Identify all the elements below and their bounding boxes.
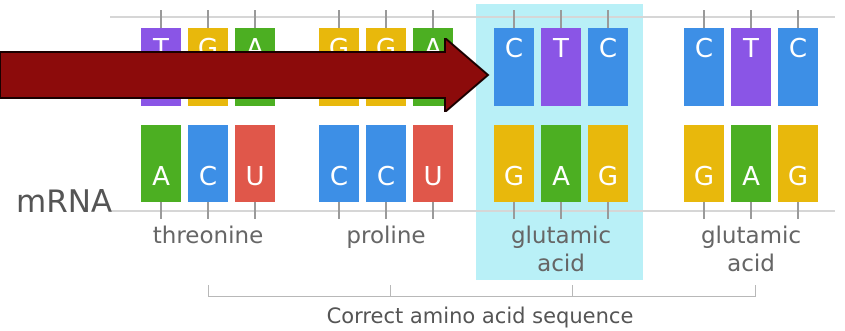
mrna-base-tile: C (188, 125, 228, 202)
base-tick (750, 10, 752, 28)
dna-base-tile: C (778, 28, 818, 106)
base-tick (338, 201, 340, 219)
base-tick (750, 201, 752, 219)
dna-base-tile: T (731, 28, 771, 106)
mrna-base-tile: G (778, 125, 818, 202)
mrna-base-tile: A (141, 125, 181, 202)
dna-base-tile: C (684, 28, 724, 106)
mrna-label: mRNA (16, 184, 113, 220)
amino-acid-label: threonine (152, 223, 264, 249)
base-tick (432, 10, 434, 28)
base-tick (254, 201, 256, 219)
base-tick (160, 10, 162, 28)
dna-base-tile: C (494, 28, 534, 106)
base-tick (207, 10, 209, 28)
mrna-base-tile: U (235, 125, 275, 202)
base-tick (797, 201, 799, 219)
base-tick (160, 201, 162, 219)
dna-base-tile: T (541, 28, 581, 106)
base-tick (607, 10, 609, 28)
base-tick (385, 10, 387, 28)
base-tick (338, 10, 340, 28)
mrna-base-tile: A (731, 125, 771, 202)
base-tick (432, 201, 434, 219)
mrna-strand-backbone (110, 210, 835, 212)
dna-base-tile: C (588, 28, 628, 106)
bracket-tick (572, 285, 573, 297)
base-tick (385, 201, 387, 219)
bracket-tick (390, 285, 391, 297)
base-tick (254, 10, 256, 28)
sequence-caption: Correct amino acid sequence (326, 304, 634, 328)
base-tick (560, 10, 562, 28)
base-tick (513, 10, 515, 28)
mrna-base-tile: U (413, 125, 453, 202)
amino-acid-label: proline (346, 223, 426, 249)
mrna-base-tile: C (319, 125, 359, 202)
red-arrow-icon (0, 38, 490, 112)
base-tick (607, 201, 609, 219)
base-tick (703, 10, 705, 28)
mrna-base-tile: G (588, 125, 628, 202)
base-tick (513, 201, 515, 219)
base-tick (207, 201, 209, 219)
mrna-base-tile: A (541, 125, 581, 202)
base-tick (797, 10, 799, 28)
dna-strand-backbone (110, 16, 835, 18)
sequence-bracket (208, 296, 756, 297)
bracket-tick (755, 285, 756, 297)
mrna-base-tile: C (366, 125, 406, 202)
bracket-tick (208, 285, 209, 297)
base-tick (703, 201, 705, 219)
mrna-base-tile: G (684, 125, 724, 202)
mrna-base-tile: G (494, 125, 534, 202)
base-tick (560, 201, 562, 219)
